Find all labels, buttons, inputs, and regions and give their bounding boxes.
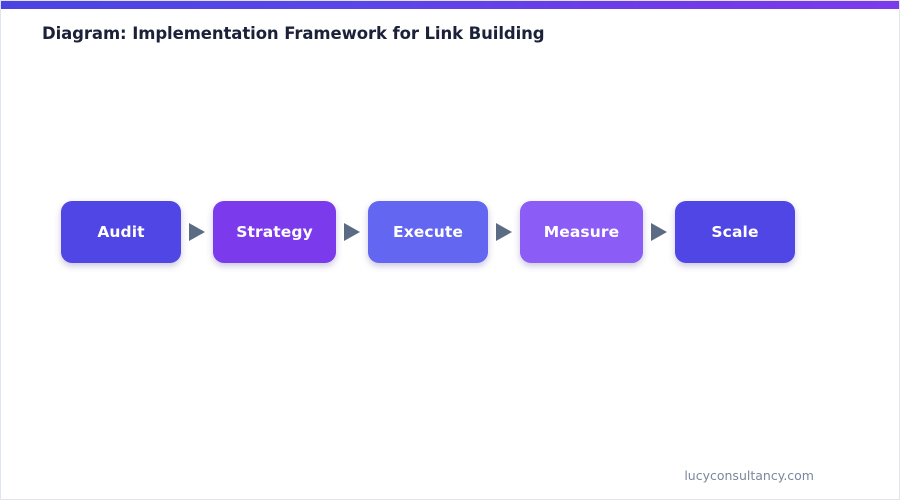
triangle-right-icon bbox=[189, 223, 205, 241]
flow-arrow-3 bbox=[488, 201, 520, 263]
flow-arrow-4 bbox=[643, 201, 675, 263]
flow-node-label: Strategy bbox=[236, 223, 313, 241]
flow-node-label: Scale bbox=[711, 223, 759, 241]
flow-node-execute[interactable]: Execute bbox=[368, 201, 488, 263]
flow-node-label: Measure bbox=[543, 223, 620, 241]
flow-arrow-2 bbox=[336, 201, 368, 263]
flow-node-label: Audit bbox=[97, 223, 145, 241]
process-flow-row: Audit Strategy Execute Measure Scale bbox=[61, 201, 795, 263]
flow-arrow-1 bbox=[181, 201, 213, 263]
triangle-right-icon bbox=[496, 223, 512, 241]
page-title: Diagram: Implementation Framework for Li… bbox=[42, 24, 545, 43]
triangle-right-icon bbox=[344, 223, 360, 241]
triangle-right-icon bbox=[651, 223, 667, 241]
top-accent-bar bbox=[1, 1, 899, 9]
flow-node-strategy[interactable]: Strategy bbox=[213, 201, 336, 263]
flow-node-audit[interactable]: Audit bbox=[61, 201, 181, 263]
flow-node-scale[interactable]: Scale bbox=[675, 201, 795, 263]
flow-node-label: Execute bbox=[393, 223, 463, 241]
flow-node-measure[interactable]: Measure bbox=[520, 201, 643, 263]
footer-watermark: lucyconsultancy.com bbox=[684, 468, 814, 483]
